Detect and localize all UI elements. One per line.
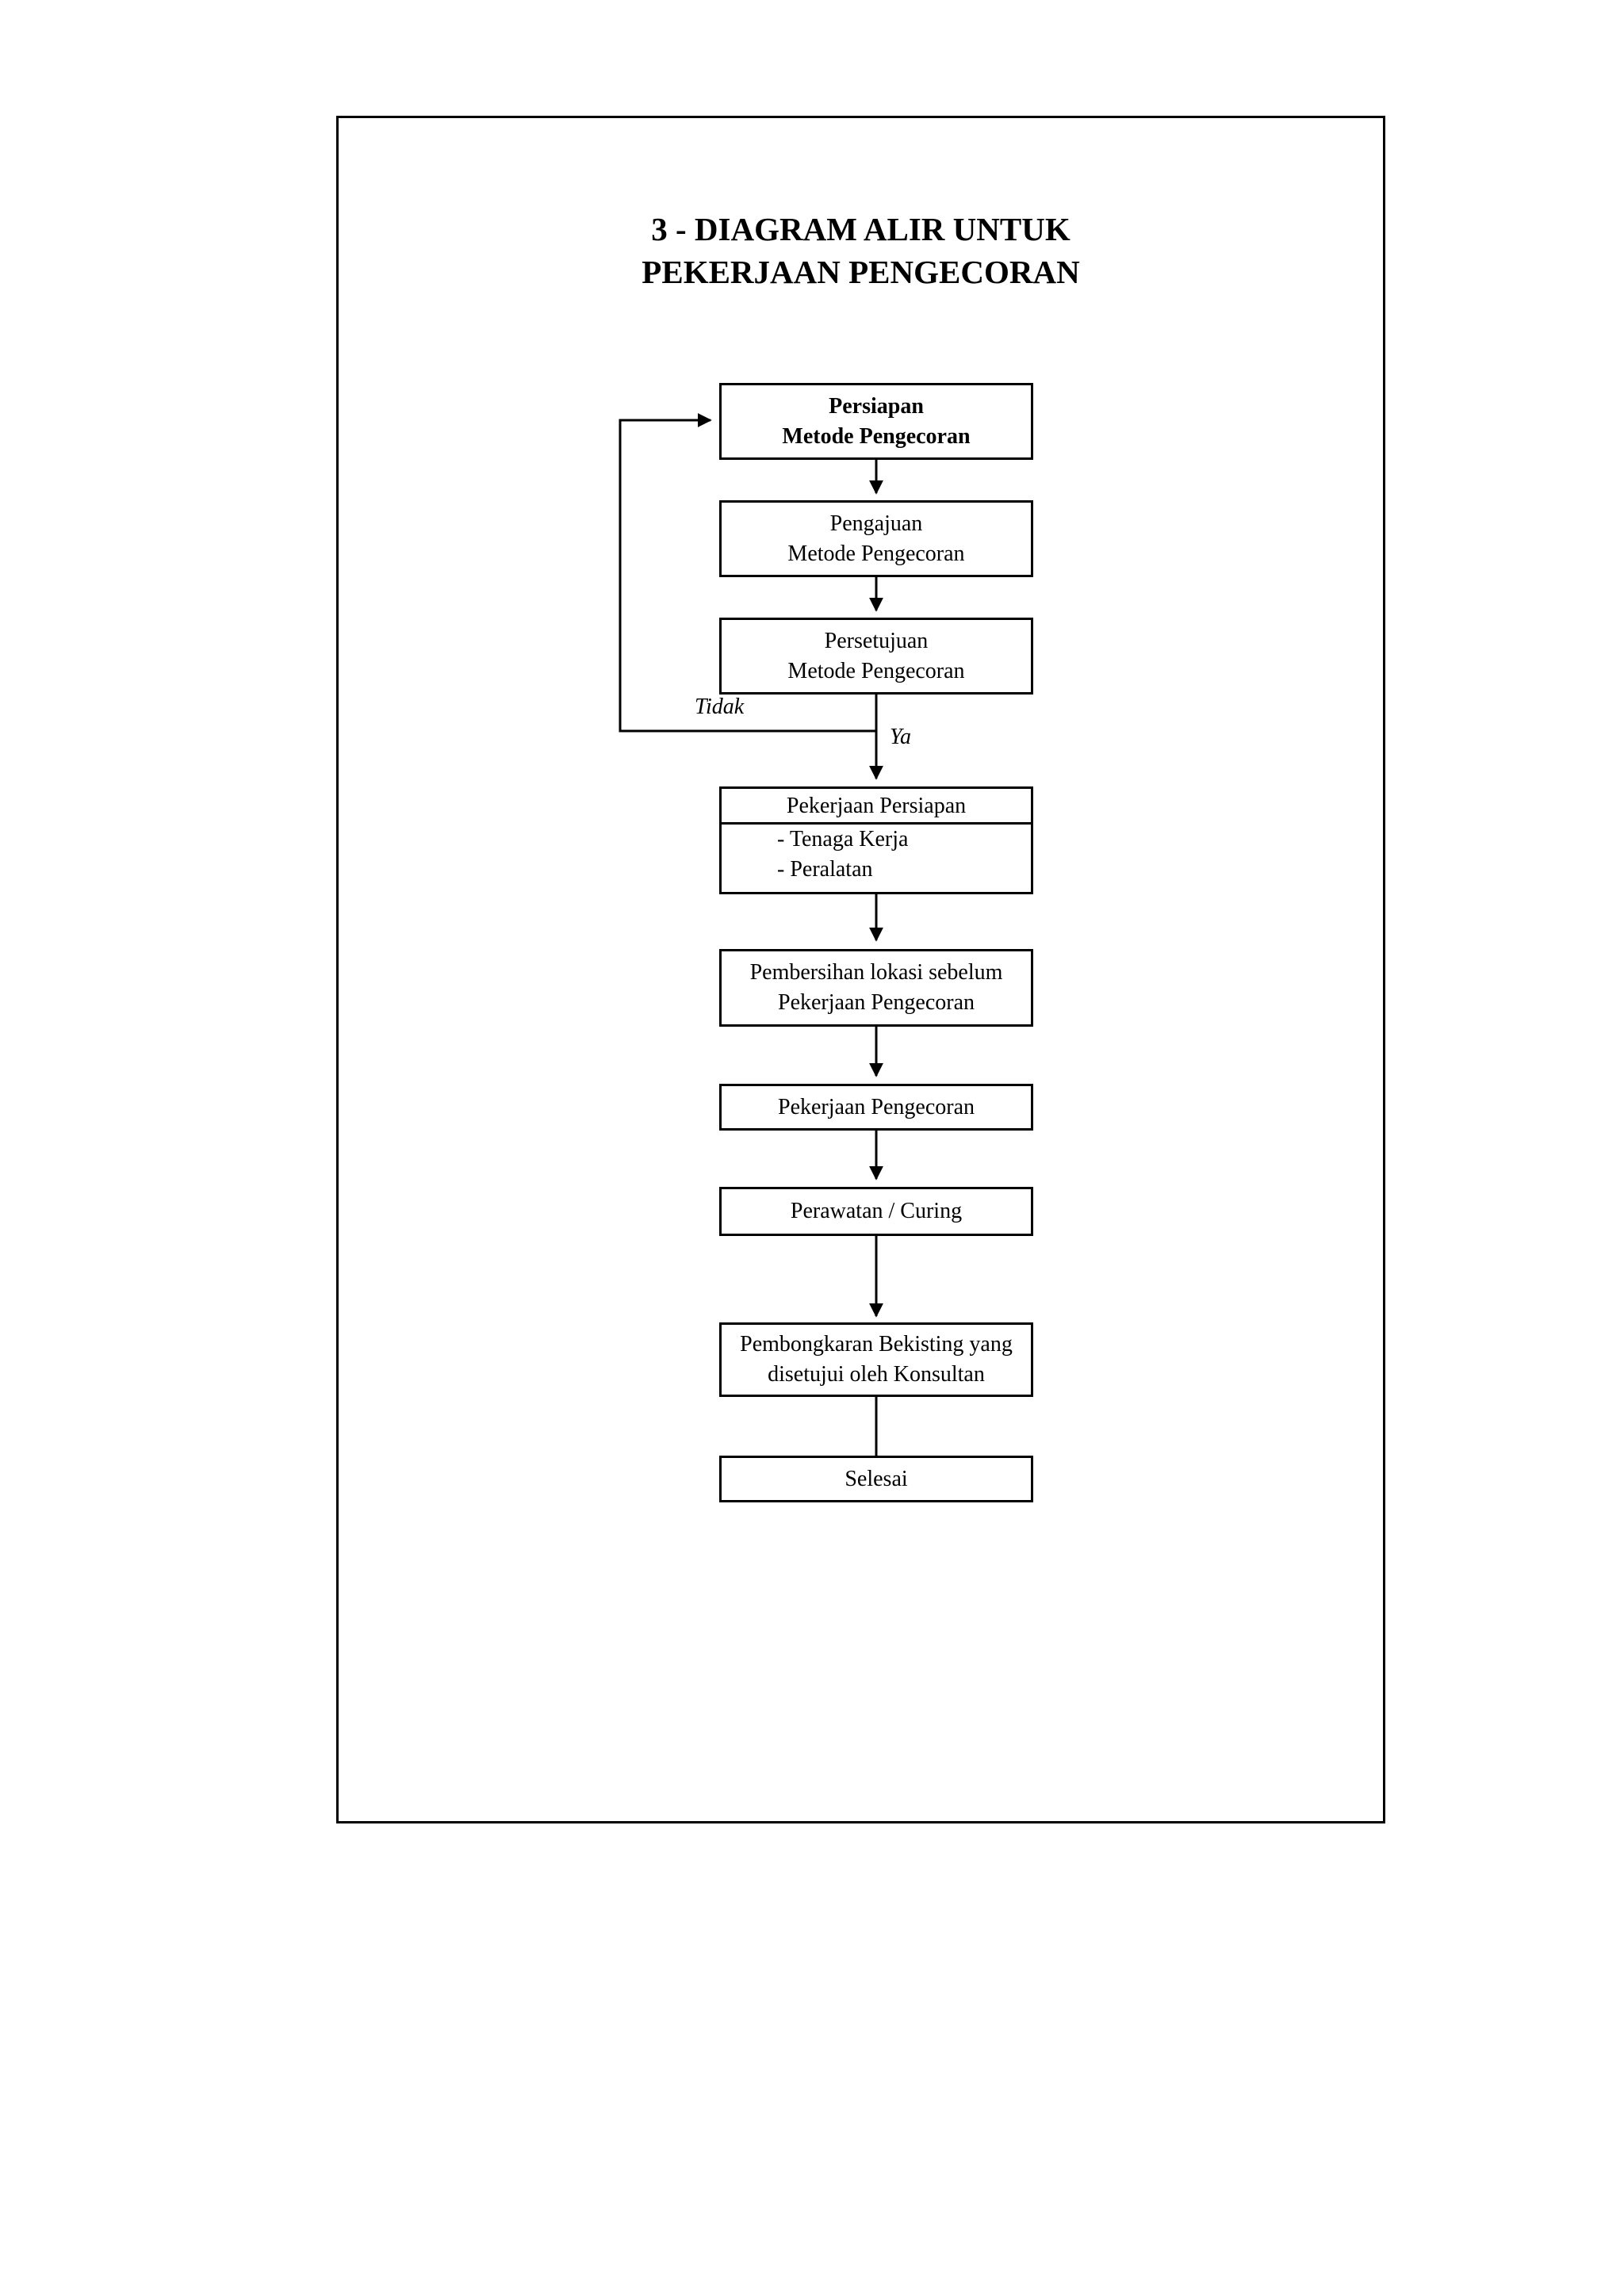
step-pekerjaan-pengecoran: Pekerjaan Pengecoran bbox=[719, 1084, 1033, 1131]
step-persetujuan-metode-line1: Persetujuan bbox=[824, 628, 929, 653]
step-pekerjaan-persiapan-item-2: - Peralatan bbox=[777, 857, 873, 882]
step-pembersihan-lokasi-line2: Pekerjaan Pengecoran bbox=[778, 990, 975, 1015]
step-persiapan-metode-line2: Metode Pengecoran bbox=[782, 423, 971, 449]
step-perawatan-curing: Perawatan / Curing bbox=[719, 1187, 1033, 1236]
arrow-reject-loop bbox=[619, 413, 876, 733]
step-selesai: Selesai bbox=[719, 1456, 1033, 1502]
decision-yes-label: Ya bbox=[890, 725, 912, 749]
diagram-title-line2: PEKERJAAN PENGECORAN bbox=[642, 254, 1080, 290]
step-pekerjaan-pengecoran-line1: Pekerjaan Pengecoran bbox=[778, 1094, 975, 1119]
step-pembersihan-lokasi: Pembersihan lokasi sebelum Pekerjaan Pen… bbox=[719, 949, 1033, 1027]
step-selesai-line1: Selesai bbox=[845, 1466, 908, 1491]
diagram-title-line1: 3 - DIAGRAM ALIR UNTUK bbox=[651, 211, 1071, 247]
decision-no-label: Tidak bbox=[695, 695, 745, 719]
step-persetujuan-metode: Persetujuan Metode Pengecoran bbox=[719, 618, 1033, 695]
step-pembersihan-lokasi-line1: Pembersihan lokasi sebelum bbox=[749, 960, 1003, 985]
step-persetujuan-metode-line2: Metode Pengecoran bbox=[787, 658, 965, 683]
step-pekerjaan-persiapan-heading: Pekerjaan Persiapan bbox=[722, 789, 1031, 825]
step-pengajuan-metode: Pengajuan Metode Pengecoran bbox=[719, 500, 1033, 577]
page-frame bbox=[336, 116, 1385, 1823]
step-pekerjaan-persiapan-item-1: - Tenaga Kerja bbox=[777, 827, 909, 851]
step-pekerjaan-persiapan: Pekerjaan Persiapan - Tenaga Kerja - Per… bbox=[719, 786, 1033, 894]
step-persiapan-metode: Persiapan Metode Pengecoran bbox=[719, 383, 1033, 460]
step-pengajuan-metode-line1: Pengajuan bbox=[829, 511, 923, 536]
step-persiapan-metode-line1: Persiapan bbox=[829, 393, 924, 419]
step-pengajuan-metode-line2: Metode Pengecoran bbox=[787, 541, 965, 566]
step-pembongkaran-bekisting-line2: disetujui oleh Konsultan bbox=[768, 1362, 985, 1387]
step-pembongkaran-bekisting: Pembongkaran Bekisting yang disetujui ol… bbox=[719, 1322, 1033, 1397]
step-pembongkaran-bekisting-line1: Pembongkaran Bekisting yang bbox=[740, 1332, 1013, 1357]
step-perawatan-curing-line1: Perawatan / Curing bbox=[790, 1199, 963, 1223]
